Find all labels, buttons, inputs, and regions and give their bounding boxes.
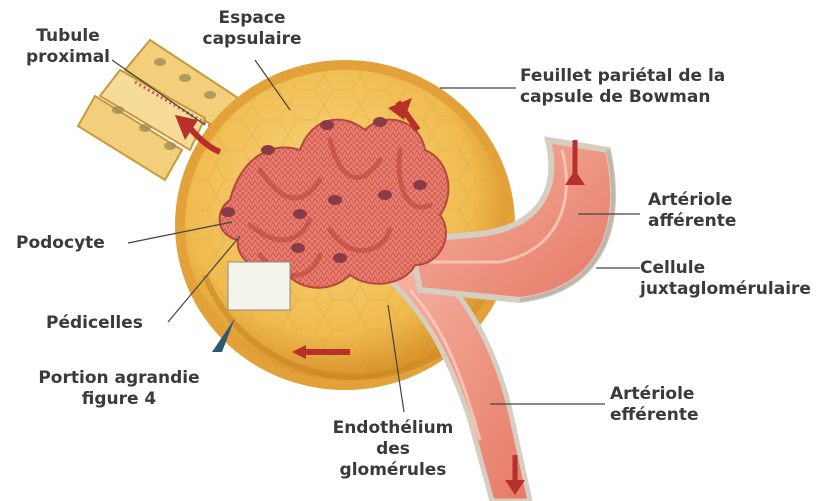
label-line: Pédicelles: [46, 313, 143, 334]
enlarged-portion-box: [228, 262, 290, 310]
label-line: Feuillet pariétal de la: [520, 66, 725, 87]
label-feuillet-parietal: Feuillet pariétal de la capsule de Bowma…: [520, 66, 725, 108]
label-line: glomérules: [318, 460, 468, 481]
label-podocyte: Podocyte: [16, 233, 105, 254]
label-line: Portion agrandie: [24, 368, 214, 389]
label-line: efférente: [610, 405, 699, 426]
label-line: figure 4: [24, 389, 214, 410]
label-cellule-juxtaglomerulaire: Cellule juxtaglomérulaire: [640, 258, 811, 300]
label-pedicelles: Pédicelles: [46, 313, 143, 334]
label-endothelium: Endothélium des glomérules: [318, 418, 468, 481]
label-line: juxtaglomérulaire: [640, 279, 811, 300]
label-line: capsulaire: [192, 29, 312, 50]
label-line: Cellule: [640, 258, 811, 279]
label-espace-capsulaire: Espace capsulaire: [192, 8, 312, 50]
label-portion-agrandie: Portion agrandie figure 4: [24, 368, 214, 410]
label-line: Espace: [192, 8, 312, 29]
label-line: Tubule: [18, 26, 118, 47]
label-line: des: [318, 439, 468, 460]
label-line: Endothélium: [318, 418, 468, 439]
label-arteriole-afferente: Artériole afférente: [648, 190, 736, 232]
label-line: afférente: [648, 211, 736, 232]
label-line: Podocyte: [16, 233, 105, 254]
label-arteriole-efferente: Artériole efférente: [610, 384, 699, 426]
label-tubule-proximal: Tubule proximal: [18, 26, 118, 68]
label-line: Artériole: [610, 384, 699, 405]
label-line: capsule de Bowman: [520, 87, 725, 108]
label-line: proximal: [18, 47, 118, 68]
label-line: Artériole: [648, 190, 736, 211]
